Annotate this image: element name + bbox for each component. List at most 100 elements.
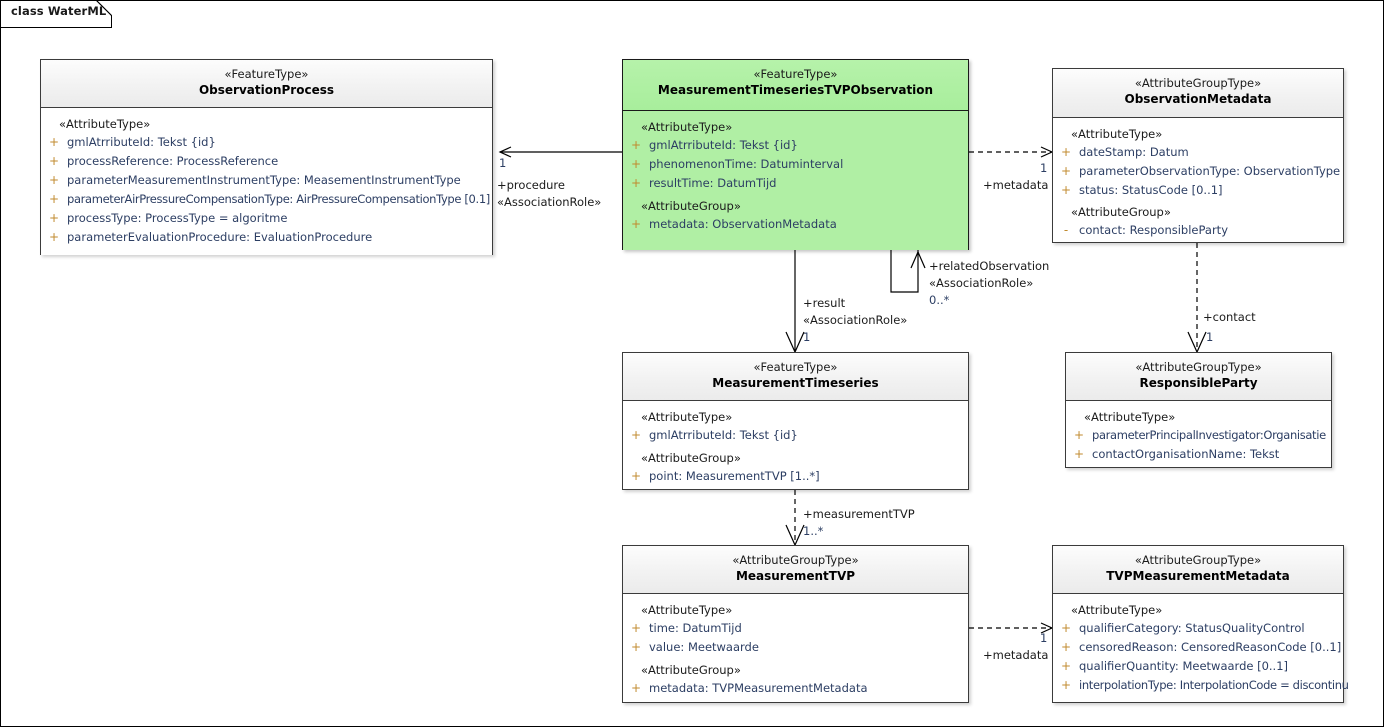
class-measurement-tvp-name: MeasurementTVP bbox=[735, 569, 856, 583]
visibility-marker: + bbox=[1060, 145, 1072, 159]
class-responsible-party-header: «AttributeGroupType» ResponsibleParty bbox=[1066, 353, 1331, 401]
attribute-row[interactable]: + parameterEvaluationProcedure: Evaluati… bbox=[45, 228, 488, 247]
group-label: «AttributeType» bbox=[59, 117, 151, 131]
connector-result-multiplicity: 1 bbox=[803, 330, 811, 344]
class-observation-metadata-stereotype: «AttributeGroupType» bbox=[1134, 76, 1262, 90]
visibility-marker: + bbox=[630, 621, 642, 635]
visibility-marker: + bbox=[48, 230, 60, 244]
class-measurement-tvp-body: «AttributeType» + time: DatumTijd + valu… bbox=[623, 594, 968, 702]
visibility-marker: + bbox=[1060, 183, 1072, 197]
visibility-marker: + bbox=[1060, 164, 1072, 178]
class-observation-metadata[interactable]: «AttributeGroupType» ObservationMetadata… bbox=[1052, 68, 1344, 243]
class-tvp-measurement-metadata-stereotype: «AttributeGroupType» bbox=[1134, 553, 1262, 567]
attribute-text: qualifierCategory: StatusQualityControl bbox=[1079, 621, 1305, 635]
frame-tab-shape bbox=[0, 0, 112, 28]
group-label: «AttributeType» bbox=[641, 603, 733, 617]
attribute-row[interactable]: + gmlAtrributeId: Tekst {id} bbox=[627, 426, 964, 445]
class-responsible-party-body: «AttributeType» + parameterPrincipalInve… bbox=[1066, 401, 1331, 467]
attribute-row[interactable]: + value: Meetwaarde bbox=[627, 638, 964, 657]
visibility-marker: + bbox=[630, 640, 642, 654]
connector-result bbox=[785, 250, 805, 354]
class-tvp-measurement-metadata[interactable]: «AttributeGroupType» TVPMeasurementMetad… bbox=[1052, 545, 1349, 703]
class-observation-process-body: «AttributeType» + gmlAtrributeId: Tekst … bbox=[41, 108, 492, 255]
attribute-row[interactable]: + qualifierCategory: StatusQualityContro… bbox=[1057, 619, 1339, 638]
attribute-row[interactable]: + processType: ProcessType = algoritme bbox=[45, 209, 488, 228]
attribute-row[interactable]: + gmlAtrributeId: Tekst {id} bbox=[45, 133, 488, 152]
connector-procedure-multiplicity: 1 bbox=[499, 156, 507, 170]
attribute-text: dateStamp: Datum bbox=[1079, 145, 1189, 159]
attribute-row[interactable]: + parameterAirPressureCompensationType: … bbox=[45, 190, 490, 209]
connector-measurement-tvp-multiplicity: 1..* bbox=[803, 524, 824, 538]
group-label: «AttributeGroup» bbox=[641, 199, 741, 213]
attribute-text: parameterMeasurementInstrumentType: Meas… bbox=[67, 173, 461, 187]
attribute-row[interactable]: + parameterMeasurementInstrumentType: Me… bbox=[45, 171, 488, 190]
attribute-text: processReference: ProcessReference bbox=[67, 154, 279, 168]
attribute-text: gmlAtrributeId: Tekst {id} bbox=[649, 428, 798, 442]
attribute-row[interactable]: - contact: ResponsibleParty bbox=[1057, 221, 1339, 240]
connector-measurement-tvp-role: +measurementTVP bbox=[803, 507, 915, 521]
attribute-row[interactable]: + metadata: TVPMeasurementMetadata bbox=[627, 679, 964, 698]
group-label: «AttributeGroup» bbox=[641, 451, 741, 465]
class-measurement-timeseries[interactable]: «FeatureType» MeasurementTimeseries «Att… bbox=[622, 352, 969, 490]
attribute-row[interactable]: + phenomenonTime: Datuminterval bbox=[627, 155, 964, 174]
attribute-row[interactable]: + interpolationType: InterpolationCode =… bbox=[1057, 676, 1349, 695]
class-responsible-party-name: ResponsibleParty bbox=[1139, 376, 1258, 390]
diagram-frame-tab: class WaterML bbox=[0, 0, 112, 28]
group-label: «AttributeGroup» bbox=[641, 663, 741, 677]
visibility-marker: + bbox=[48, 173, 60, 187]
group-label: «AttributeType» bbox=[1071, 127, 1163, 141]
connector-result-stereotype: «AssociationRole» bbox=[803, 313, 908, 327]
connector-related-observation-multiplicity: 0..* bbox=[929, 293, 950, 307]
attribute-text: interpolationType: InterpolationCode = d… bbox=[1079, 678, 1349, 692]
class-measurement-timeseries-header: «FeatureType» MeasurementTimeseries bbox=[623, 353, 968, 401]
class-measurement-timeseries-tvp-observation[interactable]: «FeatureType» MeasurementTimeseriesTVPOb… bbox=[622, 59, 969, 250]
connector-contact-role: +contact bbox=[1203, 310, 1256, 324]
group-label: «AttributeType» bbox=[1084, 410, 1176, 424]
connector-related-observation-role: +relatedObservation bbox=[929, 259, 1050, 273]
visibility-marker: + bbox=[630, 681, 642, 695]
attribute-text: processType: ProcessType = algoritme bbox=[67, 211, 288, 225]
attribute-row[interactable]: + parameterObservationType: ObservationT… bbox=[1057, 162, 1340, 181]
attribute-text: gmlAtrributeId: Tekst {id} bbox=[649, 138, 798, 152]
class-measurement-timeseries-tvp-observation-body: «AttributeType» + gmlAtrributeId: Tekst … bbox=[623, 111, 968, 250]
class-observation-process-header: «FeatureType» ObservationProcess bbox=[41, 60, 492, 108]
attribute-text: contact: ResponsibleParty bbox=[1079, 223, 1228, 237]
attribute-row[interactable]: + resultTime: DatumTijd bbox=[627, 174, 964, 193]
attribute-row[interactable]: + dateStamp: Datum bbox=[1057, 143, 1339, 162]
attribute-text: time: DatumTijd bbox=[649, 621, 742, 635]
class-measurement-tvp[interactable]: «AttributeGroupType» MeasurementTVP «Att… bbox=[622, 545, 969, 703]
connector-result-role: +result bbox=[803, 296, 846, 310]
attribute-text: qualifierQuantity: Meetwaarde [0..1] bbox=[1079, 659, 1289, 673]
attribute-text: censoredReason: CensoredReasonCode [0..1… bbox=[1079, 640, 1342, 654]
attribute-text: phenomenonTime: Datuminterval bbox=[649, 157, 844, 171]
visibility-marker: + bbox=[48, 135, 60, 149]
class-measurement-timeseries-stereotype: «FeatureType» bbox=[753, 360, 838, 374]
attribute-row[interactable]: + point: MeasurementTVP [1..*] bbox=[627, 467, 964, 486]
attribute-text: parameterEvaluationProcedure: Evaluation… bbox=[67, 230, 373, 244]
attribute-text: contactOrganisationName: Tekst bbox=[1092, 447, 1280, 461]
attribute-row[interactable]: + processReference: ProcessReference bbox=[45, 152, 488, 171]
visibility-marker: + bbox=[1073, 447, 1085, 461]
attribute-row[interactable]: + censoredReason: CensoredReasonCode [0.… bbox=[1057, 638, 1342, 657]
group-label: «AttributeType» bbox=[641, 410, 733, 424]
attribute-row[interactable]: + metadata: ObservationMetadata bbox=[627, 215, 964, 234]
attribute-row[interactable]: + time: DatumTijd bbox=[627, 619, 964, 638]
attribute-row[interactable]: + parameterPrincipalInvestigator:Organis… bbox=[1070, 426, 1327, 445]
visibility-marker: + bbox=[630, 469, 642, 483]
visibility-marker: + bbox=[1060, 621, 1072, 635]
class-tvp-measurement-metadata-name: TVPMeasurementMetadata bbox=[1106, 569, 1290, 583]
connector-contact-multiplicity: 1 bbox=[1206, 330, 1214, 344]
class-observation-process[interactable]: «FeatureType» ObservationProcess «Attrib… bbox=[40, 59, 493, 255]
visibility-marker: - bbox=[1063, 223, 1069, 237]
class-tvp-measurement-metadata-body: «AttributeType» + qualifierCategory: Sta… bbox=[1053, 594, 1349, 702]
attribute-row[interactable]: + qualifierQuantity: Meetwaarde [0..1] bbox=[1057, 657, 1339, 676]
visibility-marker: + bbox=[630, 157, 642, 171]
class-observation-metadata-name: ObservationMetadata bbox=[1124, 92, 1272, 106]
class-responsible-party[interactable]: «AttributeGroupType» ResponsibleParty «A… bbox=[1065, 352, 1332, 468]
connector-measurement-tvp bbox=[785, 490, 805, 547]
attribute-row[interactable]: + contactOrganisationName: Tekst bbox=[1070, 445, 1327, 464]
connector-contact bbox=[1187, 243, 1207, 354]
attribute-row[interactable]: + status: StatusCode [0..1] bbox=[1057, 181, 1339, 200]
attribute-row[interactable]: + gmlAtrributeId: Tekst {id} bbox=[627, 136, 964, 155]
connector-related-observation-stereotype: «AssociationRole» bbox=[929, 276, 1034, 290]
